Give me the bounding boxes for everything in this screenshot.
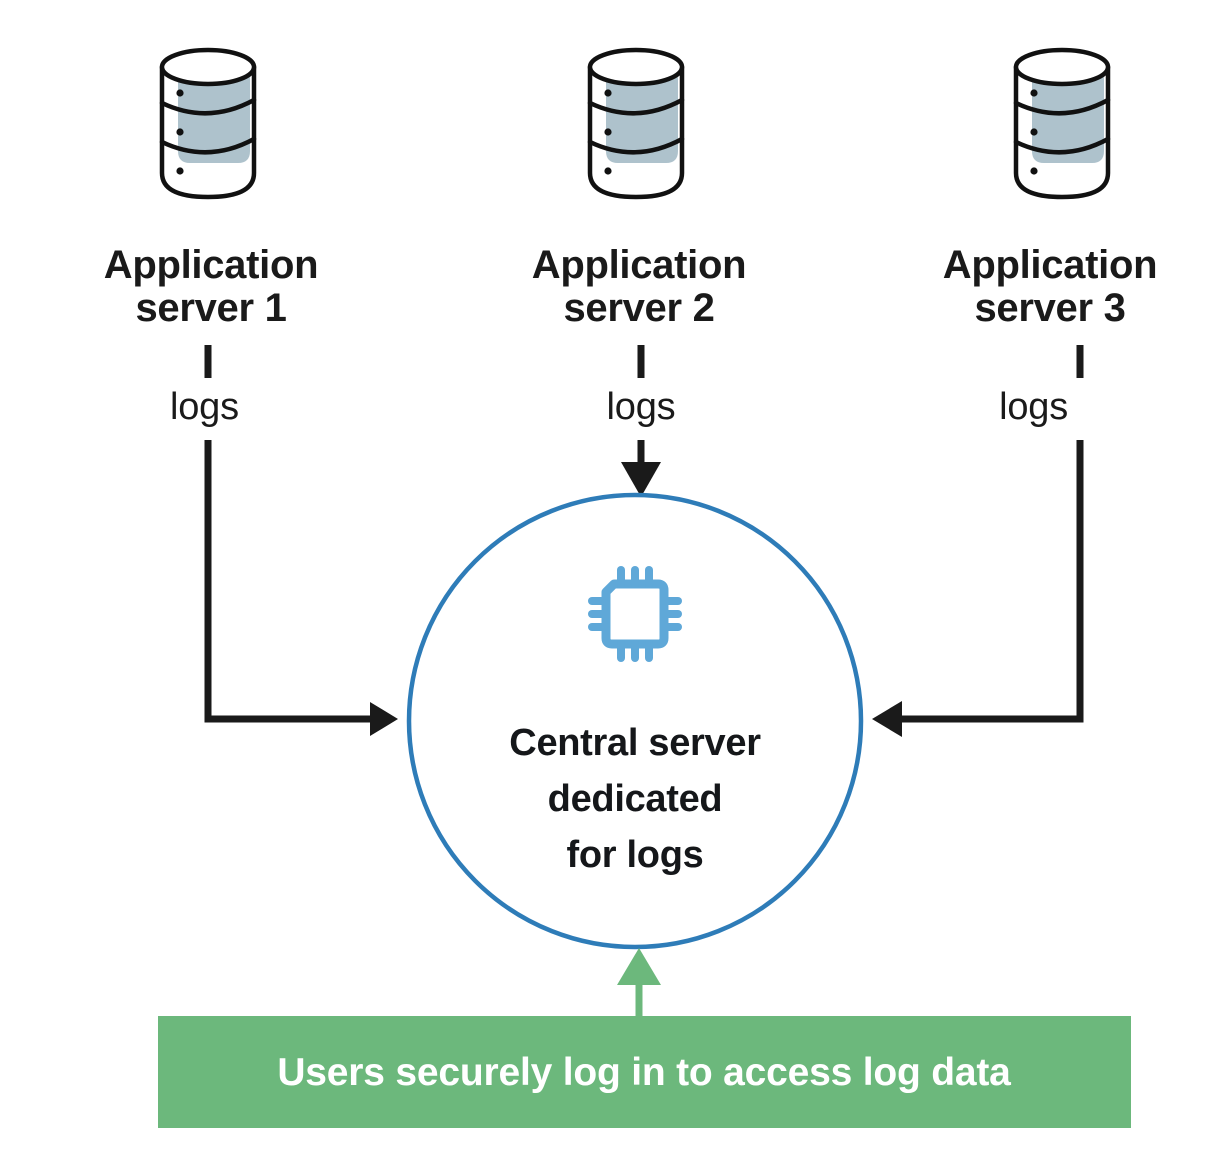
- user-access-banner: Users securely log in to access log data: [158, 1016, 1131, 1128]
- app-server-1-connector-path: [204, 440, 380, 723]
- database-icon: [1016, 50, 1108, 197]
- hub-label-line1: Central server: [509, 722, 761, 764]
- source-node-app-server-2: Application server 2 logs: [532, 50, 747, 497]
- banner-background: [158, 1016, 1131, 1128]
- user-access-arrow: [617, 948, 661, 1016]
- app-server-2-arrow-head-icon: [621, 462, 661, 497]
- database-icon: [590, 50, 682, 197]
- app-server-1-arrow-head-icon: [370, 702, 398, 736]
- app-server-1-label-line1: Application: [104, 243, 318, 287]
- database-icon: [162, 50, 254, 197]
- app-server-1-edge-label: logs: [170, 386, 239, 428]
- app-server-3-label-line2: server 3: [974, 286, 1125, 330]
- app-server-2-label-line2: server 2: [563, 286, 714, 330]
- arrow-up-icon: [617, 948, 661, 985]
- app-server-3-edge-label: logs: [999, 386, 1068, 428]
- central-hub-node: Central server dedicated for logs: [406, 492, 864, 950]
- app-server-2-label-line1: Application: [532, 243, 746, 287]
- hub-circle: [406, 492, 864, 950]
- hub-label-line2: dedicated: [548, 778, 723, 820]
- app-server-2-edge-label: logs: [607, 386, 676, 428]
- app-server-3-connector-path: [900, 440, 1084, 723]
- app-server-3-label-line1: Application: [943, 243, 1157, 287]
- source-node-app-server-1: Application server 1 logs: [104, 50, 398, 736]
- banner-text: Users securely log in to access log data: [277, 1051, 1011, 1094]
- source-node-app-server-3: Application server 3 logs: [872, 50, 1158, 737]
- hub-label-line3: for logs: [567, 834, 704, 876]
- app-server-1-label-line2: server 1: [135, 286, 286, 330]
- app-server-3-arrow-head-icon: [872, 701, 902, 737]
